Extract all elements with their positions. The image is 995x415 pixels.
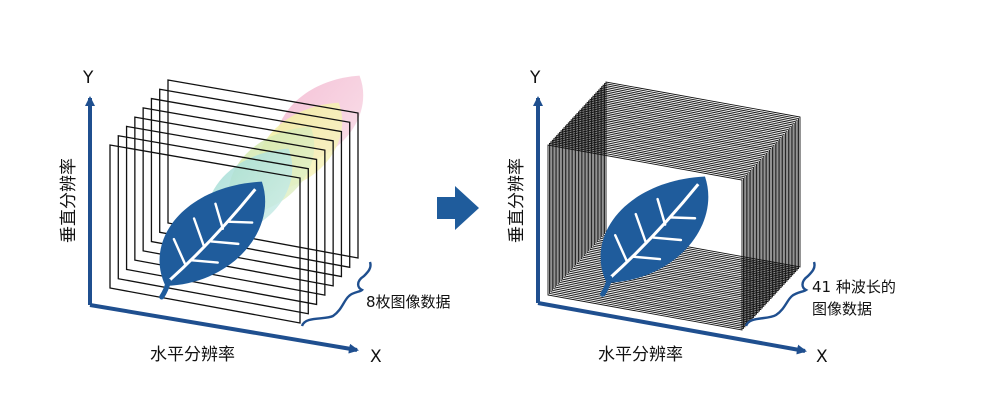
brace-icon bbox=[744, 261, 816, 327]
image-frame bbox=[117, 134, 309, 315]
image-frame bbox=[167, 79, 359, 259]
image-frame bbox=[569, 120, 765, 307]
image-frame bbox=[547, 144, 743, 331]
image-frame bbox=[588, 100, 784, 287]
image-frame bbox=[575, 114, 770, 301]
image-frame bbox=[595, 92, 791, 279]
image-frame bbox=[550, 141, 746, 328]
right-arrow-icon bbox=[437, 186, 479, 230]
stack-label: 8枚图像数据 bbox=[366, 293, 451, 311]
stack-label-line2: 图像数据 bbox=[812, 300, 872, 318]
image-frame bbox=[564, 125, 760, 312]
image-frame bbox=[604, 83, 799, 270]
image-frame bbox=[142, 107, 334, 287]
right-frame-stack bbox=[547, 81, 801, 331]
image-frame bbox=[580, 108, 776, 295]
image-frame bbox=[562, 128, 757, 315]
image-frame bbox=[593, 94, 789, 281]
image-frame bbox=[599, 87, 795, 274]
image-frame bbox=[150, 97, 343, 278]
image-frame bbox=[579, 109, 775, 296]
image-frame bbox=[125, 125, 318, 306]
leaf-icon bbox=[159, 181, 266, 300]
image-frame bbox=[583, 105, 779, 292]
image-frame bbox=[578, 111, 773, 298]
image-frame bbox=[134, 116, 326, 296]
stack-label-line1: 41 种波长的 bbox=[812, 278, 896, 296]
x-axis-arrow-icon bbox=[89, 303, 359, 354]
x-axis-title: 水平分辨率 bbox=[150, 345, 235, 365]
x-axis-letter: X bbox=[816, 347, 828, 367]
image-frame bbox=[572, 117, 768, 304]
image-frame bbox=[601, 86, 797, 273]
image-frame bbox=[596, 90, 792, 277]
image-frame bbox=[585, 103, 781, 290]
image-frame bbox=[598, 89, 794, 276]
y-axis-title: 垂直分辨率 bbox=[59, 158, 79, 243]
left-frame-stack bbox=[109, 79, 359, 324]
x-axis-arrow-icon bbox=[537, 301, 807, 355]
image-frame bbox=[549, 142, 744, 329]
image-frame bbox=[573, 116, 769, 303]
x-axis-title: 水平分辨率 bbox=[598, 345, 683, 365]
image-frame bbox=[560, 130, 756, 317]
leaf-icon bbox=[600, 176, 709, 297]
image-frame bbox=[602, 84, 798, 271]
brace-icon bbox=[300, 261, 372, 327]
image-frame bbox=[559, 131, 755, 318]
image-frame bbox=[570, 119, 766, 306]
image-frame bbox=[605, 81, 801, 268]
image-frame bbox=[576, 112, 772, 300]
image-frame bbox=[591, 97, 786, 284]
x-axis-letter: X bbox=[370, 347, 382, 367]
image-frame bbox=[566, 123, 762, 311]
image-frame bbox=[563, 127, 759, 314]
image-frame bbox=[567, 122, 763, 309]
y-axis-title: 垂直分辨率 bbox=[507, 158, 527, 243]
image-frame bbox=[582, 106, 778, 293]
y-axis-letter: Y bbox=[82, 68, 94, 88]
image-frame bbox=[586, 101, 782, 289]
image-frame bbox=[159, 88, 351, 269]
image-frame bbox=[592, 95, 788, 282]
right-panel-41-frames: Y X 垂直分辨率 水平分辨率 41 种波长的 图像数据 bbox=[507, 68, 896, 367]
image-frame bbox=[589, 98, 785, 285]
left-panel-eight-frames: Y X 垂直分辨率 水平分辨率 8枚图像数据 bbox=[59, 68, 451, 367]
y-axis-letter: Y bbox=[529, 68, 541, 88]
image-frame bbox=[109, 144, 301, 324]
